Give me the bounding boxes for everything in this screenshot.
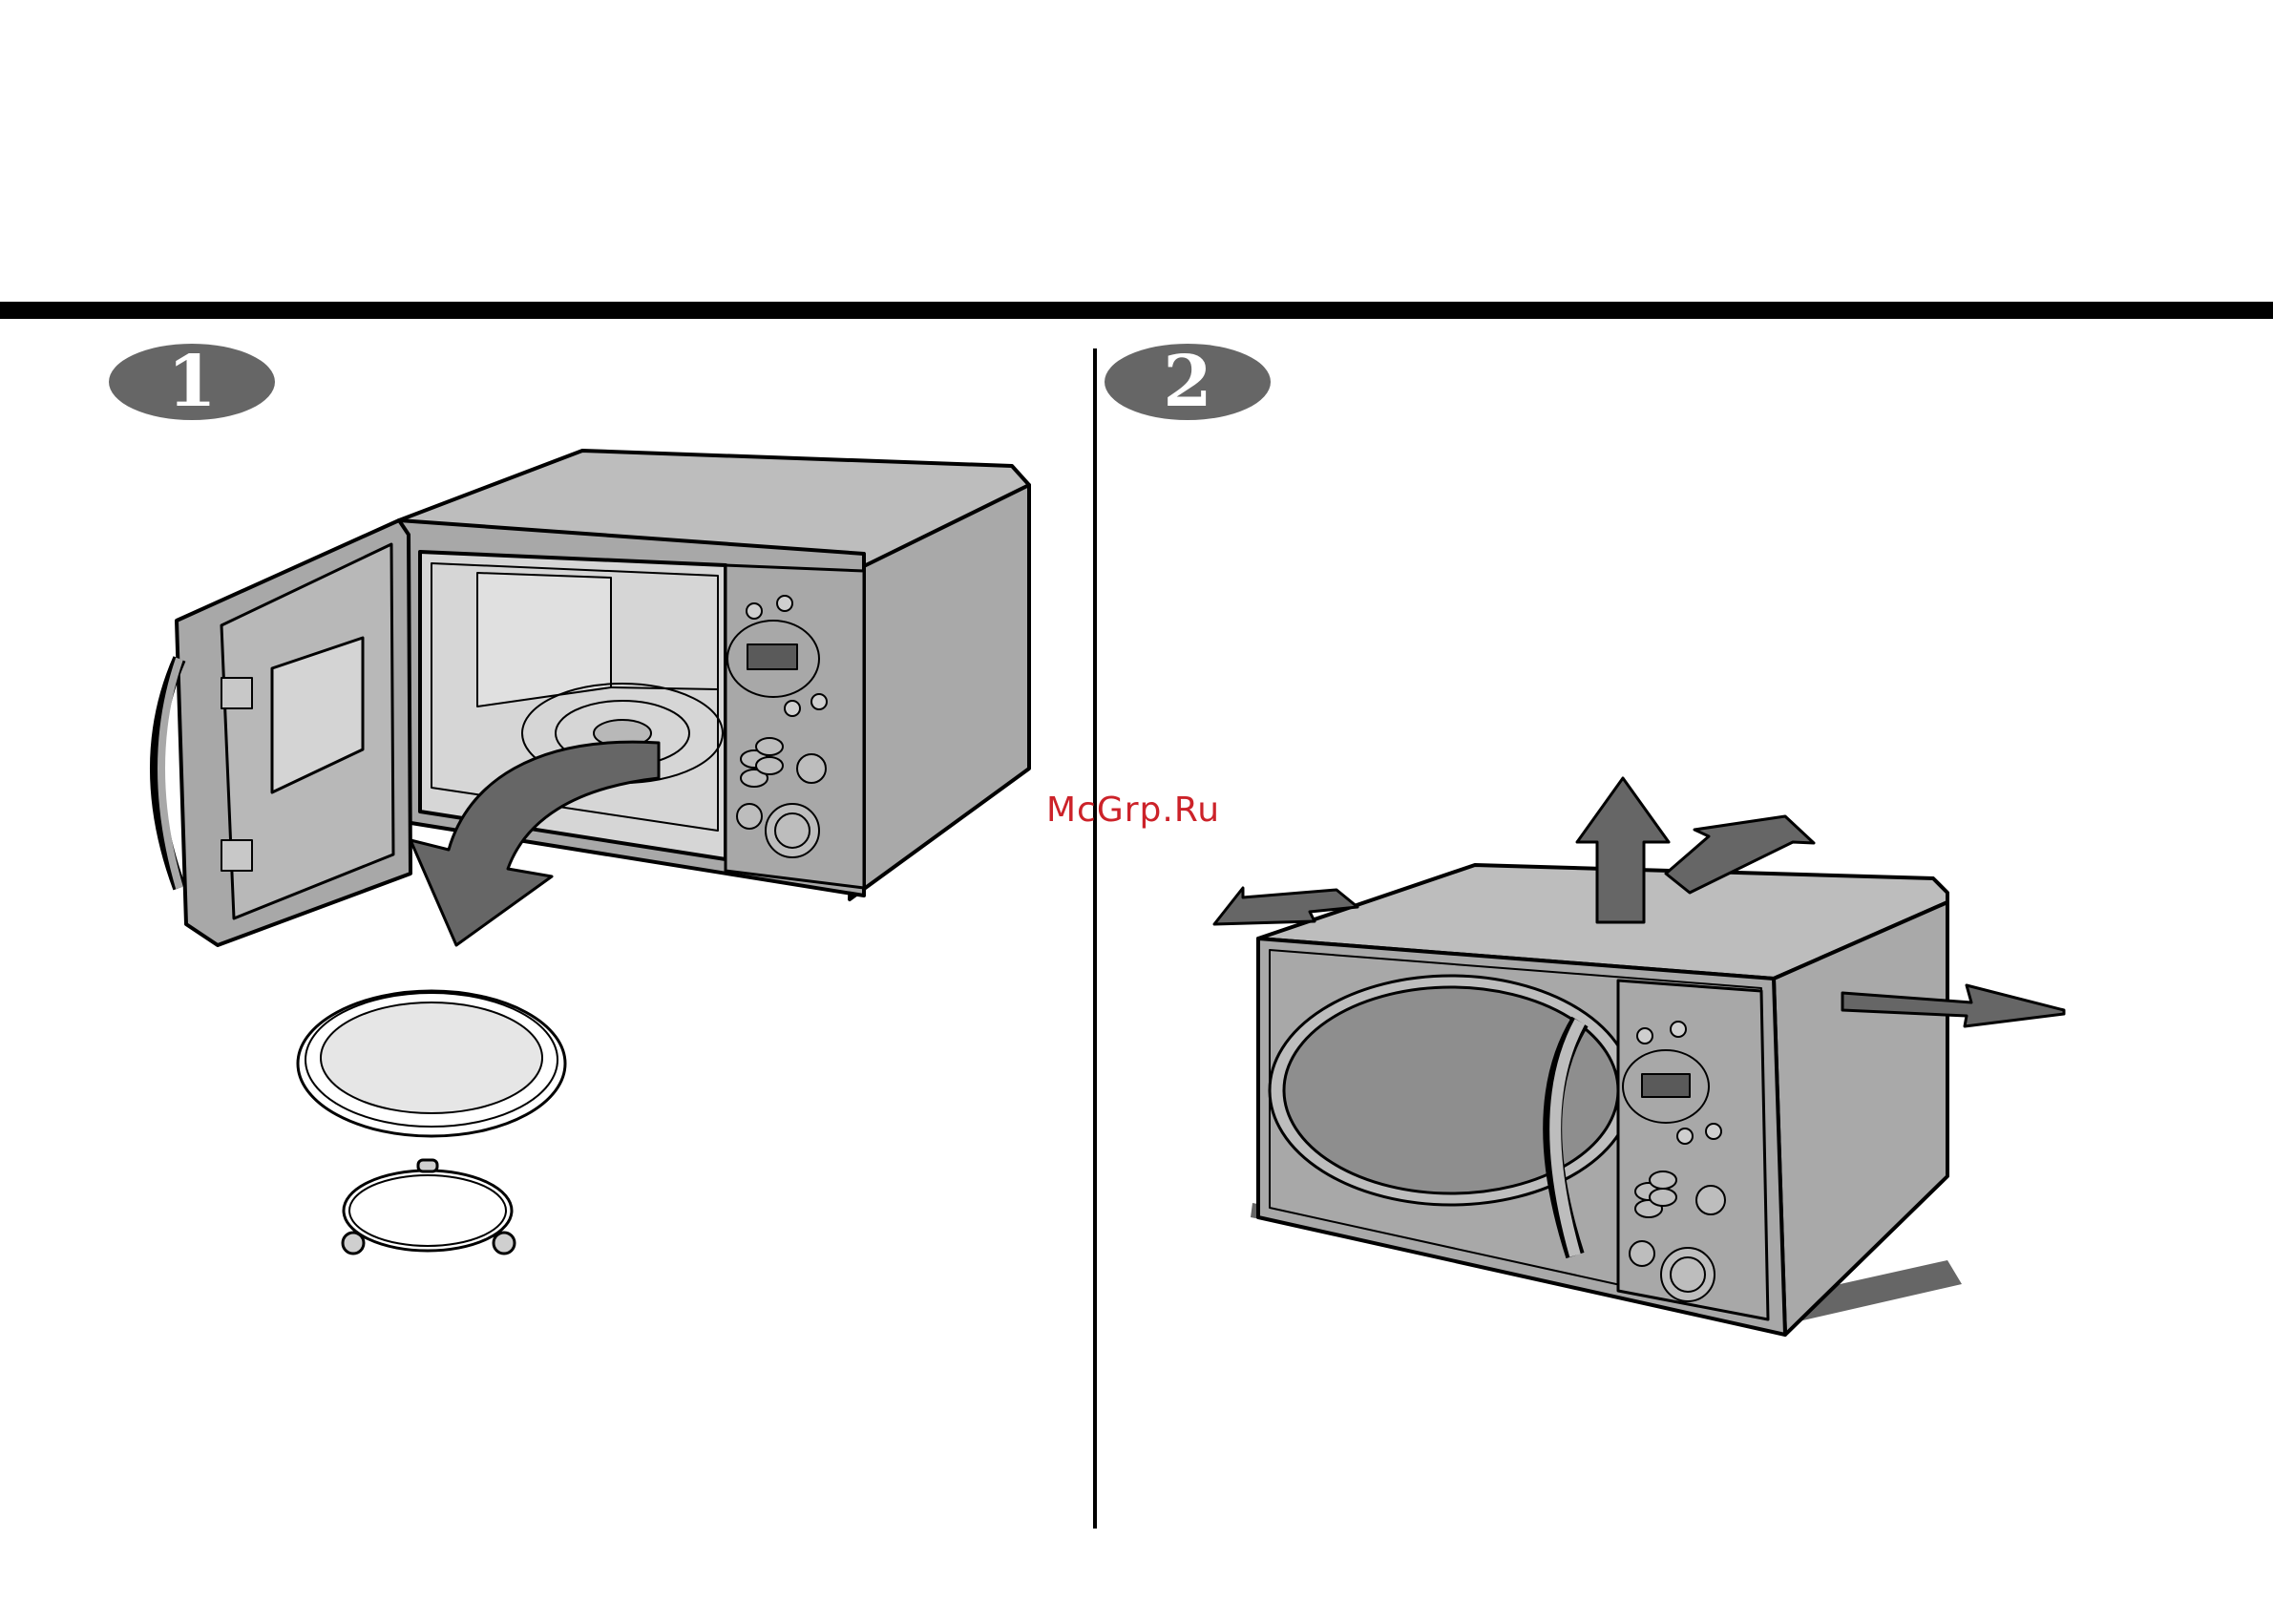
glass-tray-illustration	[298, 991, 565, 1136]
roller-ring-illustration	[343, 1160, 515, 1254]
microwave-closed-illustration	[1251, 865, 1962, 1335]
watermark: McGrp.Ru	[1046, 791, 1220, 830]
microwave-open-illustration	[157, 451, 1029, 945]
